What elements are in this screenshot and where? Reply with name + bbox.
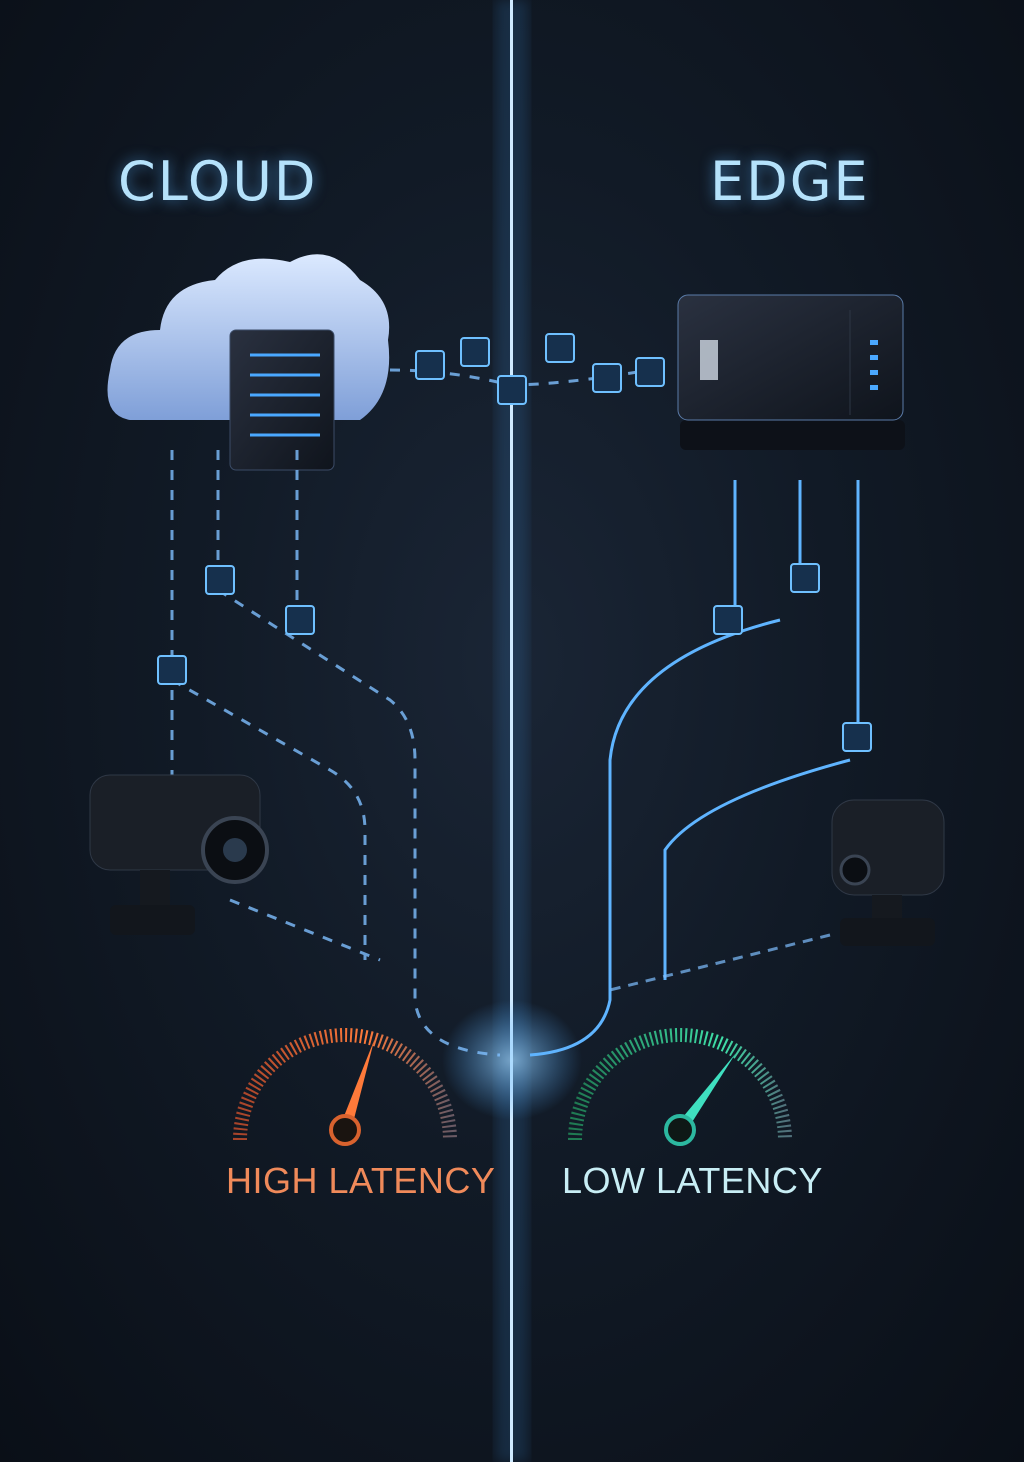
data-cube-icon xyxy=(635,357,665,387)
edge-camera-dashes xyxy=(609,933,831,992)
data-cube-icon xyxy=(790,563,820,593)
low-latency-gauge xyxy=(568,1028,792,1146)
low-latency-label: LOW LATENCY xyxy=(562,1160,823,1201)
dome-camera-icon xyxy=(831,799,945,946)
edge-title: EDGE xyxy=(710,150,870,213)
data-cube-icon xyxy=(460,337,490,367)
bullet-camera-icon xyxy=(89,774,269,935)
data-cube-icon xyxy=(157,655,187,685)
high-latency-gauge xyxy=(233,1028,457,1146)
data-cube-icon xyxy=(592,363,622,393)
cloud-server-icon xyxy=(229,329,335,471)
center-divider xyxy=(442,0,582,1462)
data-cube-icon xyxy=(497,375,527,405)
data-cube-icon xyxy=(205,565,235,595)
data-cube-icon xyxy=(545,333,575,363)
cloud-data-paths xyxy=(170,368,651,1057)
high-latency-label: HIGH LATENCY xyxy=(226,1160,496,1201)
data-cube-icon xyxy=(285,605,315,635)
data-cube-icon xyxy=(713,605,743,635)
data-cube-icon xyxy=(415,350,445,380)
cloud-title: CLOUD xyxy=(118,150,318,213)
edge-server-icon xyxy=(677,294,905,450)
data-cube-icon xyxy=(842,722,872,752)
data-packets xyxy=(157,333,872,752)
edge-data-paths xyxy=(529,480,860,1057)
